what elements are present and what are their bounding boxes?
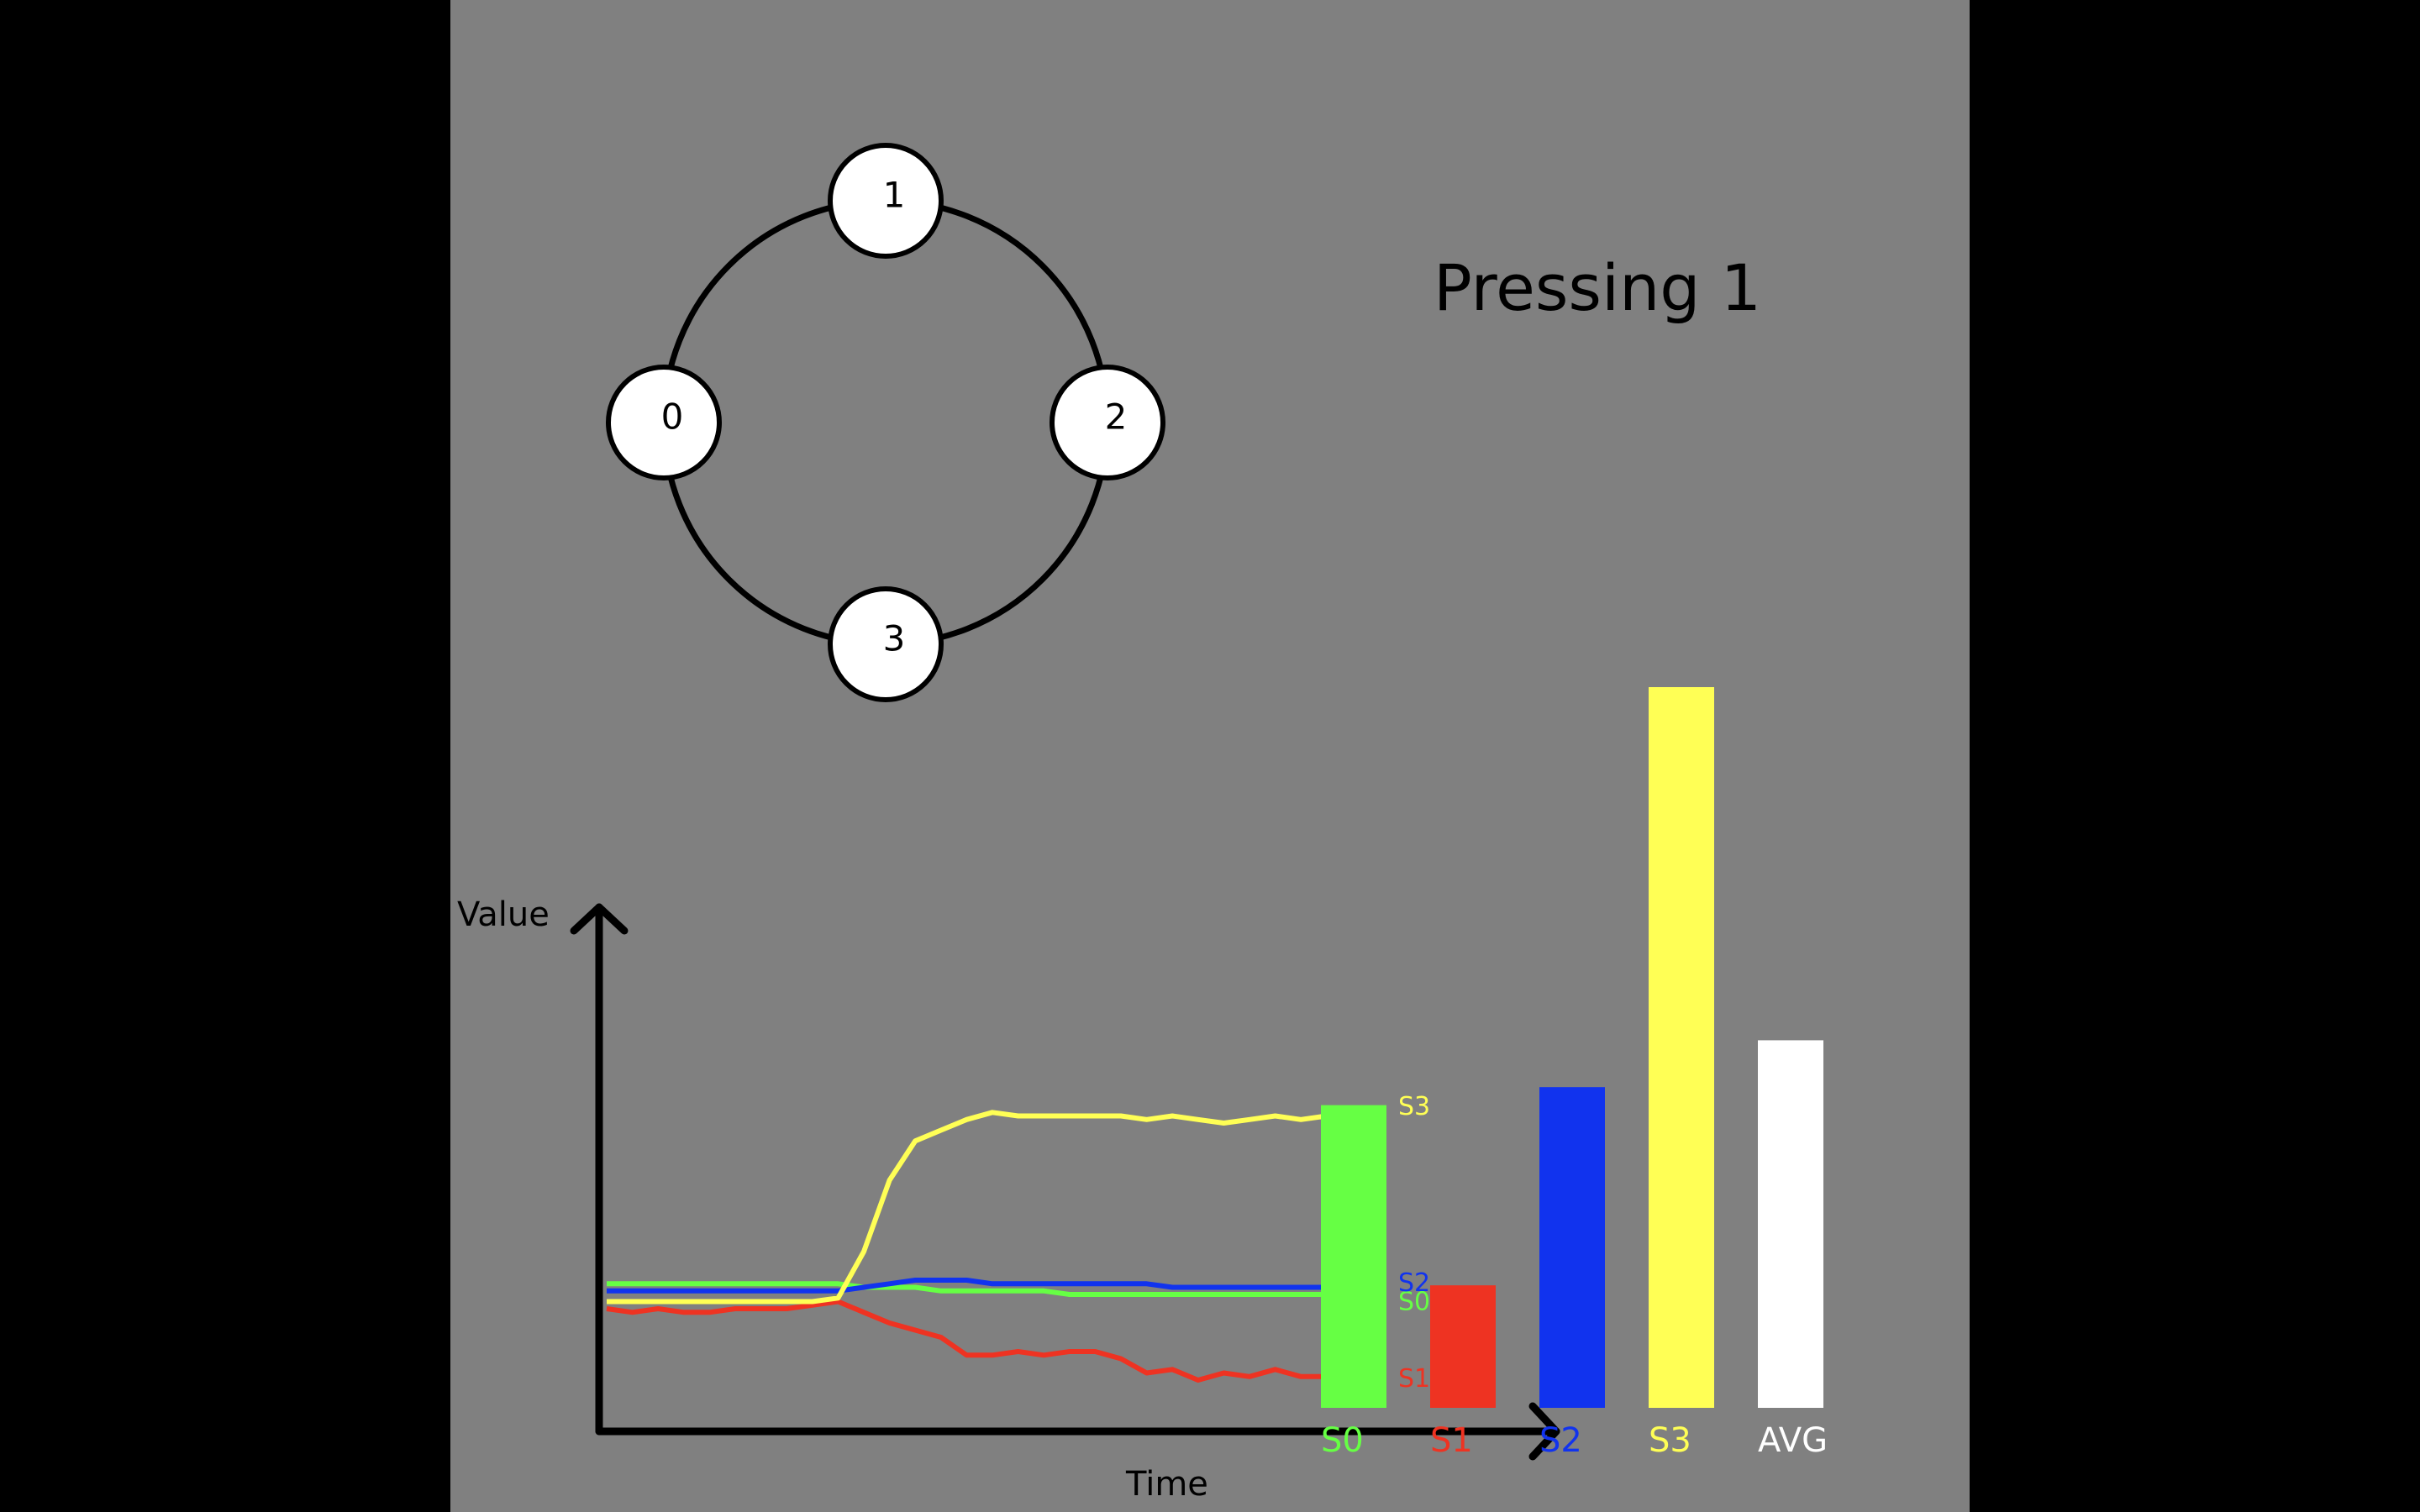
bar-s1 [1430, 1285, 1496, 1408]
bar-label-s1: S1 [1430, 1421, 1473, 1460]
bar-label-s2: S2 [1539, 1421, 1582, 1460]
series-end-label: S3 [1398, 1092, 1430, 1121]
ring-node-circle [828, 143, 944, 259]
ring-node-label: 2 [1105, 396, 1128, 438]
ring-node-2: 2 [1050, 365, 1165, 480]
ring-node-1: 1 [828, 143, 944, 259]
bar-s2 [1539, 1087, 1605, 1408]
x-axis-label: Time [1125, 1465, 1208, 1504]
bar-label-avg: AVG [1758, 1421, 1828, 1460]
series-end-label: S0 [1398, 1288, 1430, 1317]
x-axis-arrow [1528, 1402, 1560, 1461]
line-series-s3 [607, 1110, 1379, 1305]
bar-s0 [1321, 1105, 1386, 1408]
ring-diagram: 0 1 2 3 [606, 143, 1165, 702]
status-text: Pressing 1 [1434, 250, 1762, 325]
bar-s3 [1649, 687, 1714, 1408]
bar-label-s0: S0 [1321, 1421, 1364, 1460]
y-axis-label: Value [457, 895, 550, 934]
ring-node-circle [828, 586, 944, 702]
ring-node-circle [606, 365, 722, 480]
ring-node-label: 3 [883, 618, 906, 659]
bar-avg [1758, 1040, 1823, 1408]
ring-node-0: 0 [606, 365, 722, 480]
series-end-label: S1 [1398, 1364, 1430, 1394]
ring-node-label: 0 [661, 396, 684, 438]
line-series-s2 [607, 1278, 1378, 1294]
line-series-s1 [606, 1299, 1379, 1383]
ring-circle [660, 197, 1111, 648]
y-axis-arrow [570, 903, 629, 935]
bar-label-s3: S3 [1649, 1421, 1691, 1460]
ring-node-circle [1050, 365, 1165, 480]
ring-node-3: 3 [828, 586, 944, 702]
series-end-label: S2 [1398, 1268, 1430, 1298]
line-series-s0 [607, 1281, 1378, 1297]
ring-node-label: 1 [883, 175, 906, 216]
line-chart-axes [570, 903, 1560, 1461]
